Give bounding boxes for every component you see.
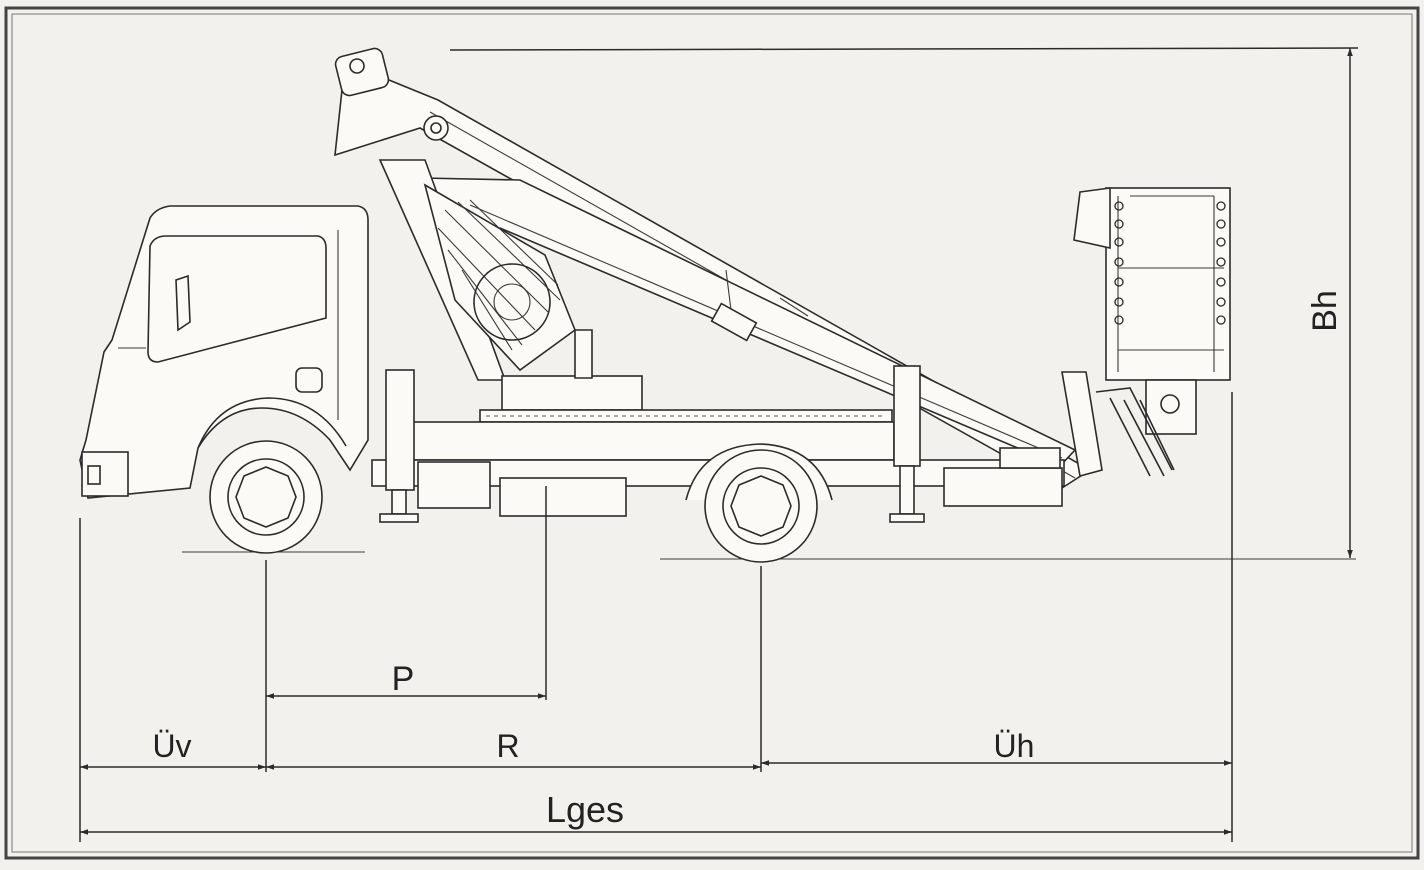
label-lges: Lges bbox=[546, 789, 624, 830]
rear-hub bbox=[730, 475, 792, 537]
turntable-support bbox=[574, 329, 593, 379]
turntable-base bbox=[501, 375, 643, 411]
label-bh: Bh bbox=[1306, 290, 1344, 332]
basket-rotator bbox=[1145, 379, 1197, 435]
front-bumper bbox=[81, 451, 129, 497]
boom-clamp bbox=[710, 302, 758, 342]
ext-line-top bbox=[449, 47, 1359, 51]
label-r: R bbox=[496, 728, 519, 764]
front-wheel-arch bbox=[197, 397, 347, 449]
label-p: P bbox=[392, 660, 415, 698]
drawing-inner-frame bbox=[11, 13, 1413, 853]
headlight bbox=[87, 465, 101, 485]
basket-linkage bbox=[1095, 387, 1175, 477]
outrigger-rear-foot-rod bbox=[899, 465, 915, 515]
outriggers bbox=[379, 365, 925, 523]
housing-fins bbox=[437, 199, 561, 351]
battery-box bbox=[499, 477, 627, 517]
outrigger-front-foot-rod bbox=[391, 489, 407, 515]
fuel-tank bbox=[417, 461, 491, 509]
turntable bbox=[378, 159, 643, 411]
cab bbox=[79, 205, 369, 499]
control-panel bbox=[1073, 187, 1111, 249]
dimensions: P Üv R Üh Lges Bh bbox=[79, 47, 1359, 842]
work-basket bbox=[1073, 187, 1231, 477]
rear-storage-box bbox=[943, 467, 1063, 507]
front-hub bbox=[235, 466, 297, 528]
boom-tip bbox=[1061, 371, 1103, 478]
slewing-ring-hub bbox=[493, 283, 531, 321]
outrigger-rear-leg bbox=[893, 365, 921, 467]
cab-window bbox=[147, 235, 327, 363]
rear-rim bbox=[722, 467, 800, 545]
boom-pivot-upper bbox=[423, 115, 449, 141]
front-wheel bbox=[209, 440, 323, 554]
rear-light-block bbox=[999, 447, 1061, 469]
basket-cage bbox=[1105, 187, 1231, 381]
main-frame bbox=[409, 421, 895, 461]
boom-head-pin bbox=[349, 58, 365, 74]
rear-tire bbox=[704, 449, 818, 563]
label-uv: Üv bbox=[152, 728, 191, 764]
slewing-ring bbox=[473, 263, 551, 341]
door-handle bbox=[295, 367, 323, 393]
boom-head bbox=[334, 47, 390, 97]
front-rim bbox=[227, 458, 305, 536]
mirror bbox=[175, 274, 191, 332]
outrigger-front-pad bbox=[379, 513, 419, 523]
rear-wheel bbox=[704, 449, 818, 563]
boom-pivot-upper-center bbox=[430, 122, 442, 134]
outrigger-front-leg bbox=[385, 369, 415, 491]
cylinder-housing bbox=[423, 183, 576, 372]
drawing-frame bbox=[4, 6, 1420, 860]
basket-holes bbox=[1114, 201, 1226, 325]
truck bbox=[79, 47, 1356, 563]
outrigger-rear-pad bbox=[889, 513, 925, 523]
front-tire bbox=[209, 440, 323, 554]
label-uh: Üh bbox=[994, 728, 1035, 764]
boom-lower-edge bbox=[469, 204, 1063, 459]
boom-tick-2 bbox=[779, 297, 809, 317]
rotator-pin bbox=[1160, 394, 1180, 414]
